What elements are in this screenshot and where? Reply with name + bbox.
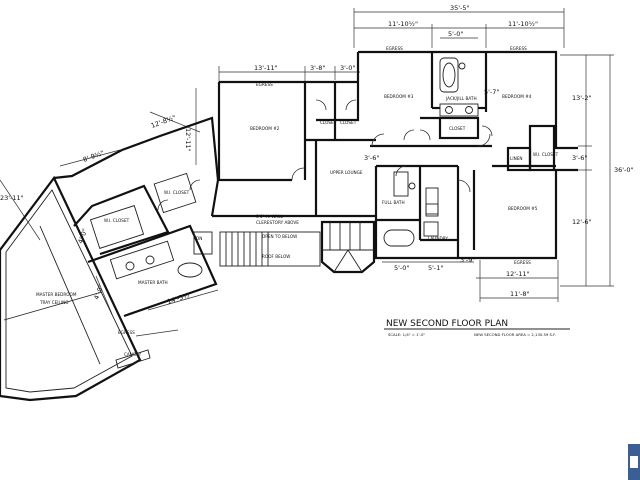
label-wic-top: W.I. CLOSET — [533, 152, 559, 157]
plan-title: NEW SECOND FLOOR PLAN — [386, 319, 508, 329]
label-clerestory-2: CLERESTORY ABOVE — [256, 220, 299, 225]
label-bedroom-3: BEDROOM #3 — [384, 94, 414, 99]
title-block: NEW SECOND FLOOR PLAN SCALE: 1/4" = 1'-0… — [384, 319, 570, 337]
dim-closet-1: 3'-8" — [310, 64, 325, 72]
dimension-lines — [0, 8, 614, 337]
dim-top-left: 11'-10½" — [388, 20, 418, 28]
label-egress-3: EGRESS — [510, 46, 527, 51]
stair-treads — [225, 232, 269, 266]
label-open-to-below: OPEN TO BELOW — [262, 234, 297, 239]
label-egress-1: EGRESS — [256, 82, 273, 87]
label-upper-lounge: UPPER LOUNGE — [330, 170, 363, 175]
label-laundry: LAUNDRY — [428, 236, 448, 241]
label-bedroom-4: BEDROOM #4 — [502, 94, 532, 99]
right-wing-walls — [316, 50, 578, 260]
dim-left-diag: 23'-11" — [0, 194, 24, 202]
stair-winders — [322, 222, 374, 273]
dim-top-overall: 35'-5" — [450, 4, 470, 12]
dim-right-overall: 36'-0" — [614, 166, 634, 174]
label-wic-left: W.I. CLOSET — [104, 218, 130, 223]
dim-mid-small: 5'-7" — [484, 88, 499, 96]
dim-diag-3: 12'-11" — [184, 128, 192, 152]
label-bedroom-5: BEDROOM #5 — [508, 206, 538, 211]
dim-right-3: 12'-6" — [572, 218, 592, 226]
label-dn: DN — [196, 236, 202, 241]
dim-bed5: 12'-11" — [506, 270, 530, 278]
label-linen: LINEN — [510, 156, 522, 161]
dim-laundry: 5'-1" — [428, 264, 443, 272]
dim-side-2: 4'-0" — [92, 283, 105, 300]
label-master-bath: MASTER BATH — [138, 280, 168, 285]
label-tray-ceiling: TRAY CEILING — [39, 300, 68, 305]
label-closet-2: CLOSET — [340, 120, 357, 125]
label-clerestory-1: 3'0" H. WALL — [256, 214, 284, 219]
label-egress-2: EGRESS — [386, 46, 403, 51]
label-bedroom-2: BEDROOM #2 — [250, 126, 280, 131]
dim-closet-2: 3'-0" — [340, 64, 355, 72]
label-closet-3: CLOSET — [449, 126, 466, 131]
label-canopy: CANOPY — [124, 352, 142, 357]
dim-full-bath: 5'-0" — [394, 264, 409, 272]
door-swings — [157, 99, 493, 211]
label-full-bath: FULL BATH — [382, 200, 405, 205]
scale-note: SCALE: 1/4" = 1'-0" — [388, 332, 425, 337]
corner-logo-badge — [628, 444, 640, 480]
plumbing-fixtures — [383, 57, 479, 247]
dim-bed-width: 13'-11" — [254, 64, 278, 72]
label-egress-4: EGRESS — [514, 260, 531, 265]
label-wic-right: W.I. CLOSET — [164, 190, 190, 195]
label-jack-jill-bath: JACK/JILL BATH — [445, 96, 477, 101]
label-roof-below: ROOF BELOW — [262, 254, 290, 259]
dim-right-2: 3'-6" — [572, 154, 587, 162]
logo-mark — [630, 456, 638, 468]
center-walls — [212, 80, 376, 274]
label-closet-1: CLOSET — [320, 120, 337, 125]
dim-diag-1: 12'-8½" — [150, 114, 177, 130]
master-wing-walls — [0, 116, 220, 402]
dim-bottom-right: 11'-8" — [510, 290, 530, 298]
label-egress-5: EGRESS — [118, 330, 135, 335]
dim-small: 3'-9" — [460, 256, 475, 264]
room-labels: BEDROOM #2 CLOSET CLOSET BEDROOM #3 JACK… — [36, 46, 559, 357]
dim-stair: 3'-6" — [364, 154, 379, 162]
area-note: NEW SECOND FLOOR AREA = 2,130.59 S.F. — [474, 332, 556, 337]
dim-master-bath: 14'-3½" — [166, 290, 193, 306]
dim-right-1: 13'-2" — [572, 94, 592, 102]
dim-top-right: 11'-10½" — [508, 20, 538, 28]
label-master-bedroom: MASTER BEDROOM — [36, 292, 77, 297]
dim-top-mid: 5'-0" — [448, 30, 463, 38]
